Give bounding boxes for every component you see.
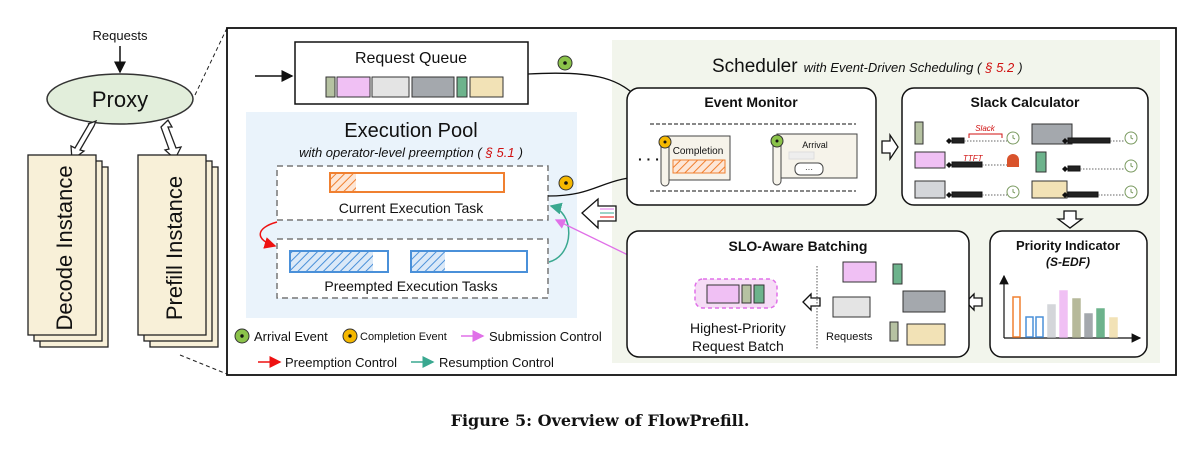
slo-aware-batching: SLO-Aware Batching Highest-Priority Requ… — [626, 230, 970, 358]
hollow-arrow-right-icon — [881, 132, 899, 162]
slack-calculator: Slack Calculator Slack TTFT — [901, 87, 1149, 206]
priority-indicator: Priority Indicator (S-EDF) — [989, 230, 1148, 358]
event-ellipsis: · · · — [638, 151, 660, 167]
ttft-label: TTFT — [963, 154, 984, 163]
database-icon — [794, 162, 824, 176]
slack-row — [1031, 180, 1138, 199]
priority-indicator-title: Priority Indicator — [1016, 238, 1120, 253]
pending-request — [842, 261, 877, 283]
slack-row — [1035, 151, 1138, 173]
batch-label-line1: Highest-Priority — [690, 320, 786, 336]
queued-request — [325, 76, 336, 98]
legend-completion: Completion Event — [360, 331, 447, 343]
proxy-decode-double-arrow-icon — [70, 119, 98, 162]
dispatch-hollow-arrow-icon — [581, 197, 617, 230]
pending-request — [892, 263, 903, 285]
hollow-arrow-left-icon — [965, 292, 983, 312]
execution-pool-title: Execution Pool — [344, 120, 477, 142]
priority-bar — [1109, 317, 1118, 338]
batch-label-line2: Request Batch — [692, 338, 784, 354]
slack-calculator-title: Slack Calculator — [971, 94, 1080, 110]
queued-request — [456, 76, 468, 98]
queued-request — [371, 76, 410, 98]
queued-request — [469, 76, 504, 98]
slack-label: Slack — [975, 124, 996, 133]
priority-bar — [1072, 298, 1081, 338]
cluster-overview: Requests Proxy Decode Instance Prefill I… — [27, 27, 228, 375]
event-monitor: Event Monitor · · · Completion Arrival ·… — [626, 87, 877, 206]
request-queue: Request Queue — [255, 41, 529, 105]
pending-request — [902, 290, 946, 313]
request-queue-title: Request Queue — [355, 50, 467, 67]
preemption-arrow — [259, 221, 278, 249]
proxy-prefill-double-arrow-icon — [160, 118, 183, 161]
proxy-node — [46, 73, 194, 125]
figure-caption: Figure 5: Overview of FlowPrefill. — [451, 411, 750, 430]
svg-text:···: ··· — [805, 165, 813, 174]
queued-request — [336, 76, 371, 98]
priority-bar — [1012, 296, 1021, 338]
slack-row — [914, 151, 1019, 169]
prefill-instance-stack: Prefill Instance — [137, 154, 219, 348]
hollow-arrow-down-icon — [1056, 210, 1084, 229]
legend-resumption: Resumption Control — [439, 355, 554, 370]
execution-pool-subtitle: with operator-level preemption (§ 5.1) — [299, 145, 523, 160]
execution-pool: Execution Pool with operator-level preem… — [246, 112, 577, 318]
event-monitor-title: Event Monitor — [704, 94, 798, 110]
preempted-task-progress — [412, 252, 445, 271]
decode-instance-stack: Decode Instance — [27, 154, 109, 348]
requests-label: Requests — [826, 331, 873, 343]
legend-submission: Submission Control — [489, 329, 602, 344]
priority-bar — [1059, 290, 1068, 338]
priority-bar — [1047, 304, 1056, 338]
zoom-guide-bottom — [179, 354, 228, 375]
preempted-tasks-label: Preempted Execution Tasks — [324, 278, 497, 294]
prefill-instance-label: Prefill Instance — [162, 176, 187, 320]
arrival-card-label: Arrival — [802, 140, 828, 150]
queued-request — [411, 76, 455, 98]
pending-request — [832, 296, 871, 318]
priority-bar — [1096, 308, 1105, 338]
decode-instance-label: Decode Instance — [52, 165, 77, 330]
slack-row — [1031, 123, 1138, 145]
requests-label: Requests — [93, 28, 148, 43]
legend-arrival: Arrival Event — [254, 329, 328, 344]
completion-card-label: Completion — [673, 146, 724, 157]
current-task-label: Current Execution Task — [339, 200, 484, 216]
zoom-guide-top — [194, 27, 228, 96]
priority-bar — [1084, 313, 1093, 338]
pending-request — [889, 321, 899, 342]
hollow-arrow-left-icon — [802, 292, 821, 312]
legend: Arrival Event Completion Event Submissio… — [234, 328, 602, 370]
slack-row — [914, 180, 1020, 199]
slo-batching-title: SLO-Aware Batching — [729, 238, 868, 254]
priority-bar — [1025, 316, 1034, 338]
legend-preemption: Preemption Control — [285, 355, 397, 370]
proxy-label: Proxy — [92, 87, 148, 112]
preempted-task-progress — [291, 252, 373, 271]
current-task-bar — [329, 172, 505, 193]
priority-bar — [1035, 316, 1044, 338]
resumption-arrow — [548, 202, 570, 263]
current-task-progress — [331, 174, 356, 191]
priority-indicator-subtitle: (S-EDF) — [1046, 255, 1090, 269]
pending-request — [906, 323, 946, 346]
slack-row — [914, 121, 1020, 145]
alarm-icon — [1007, 154, 1019, 167]
